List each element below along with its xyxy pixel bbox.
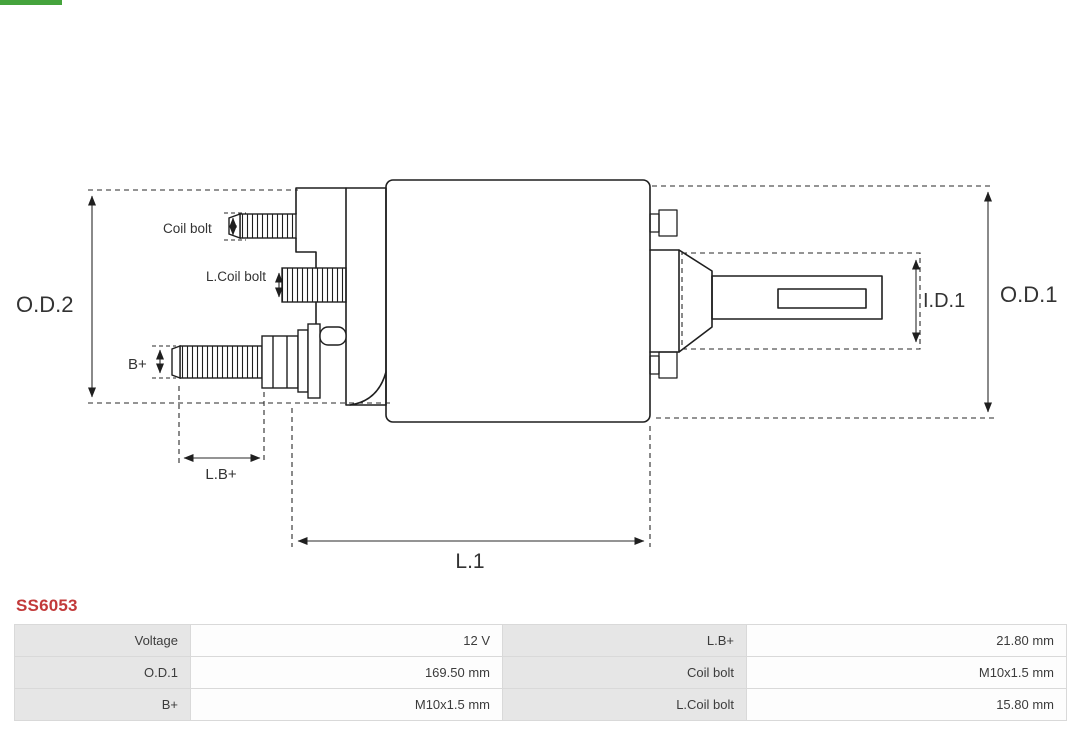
spec-value-coil-bolt: M10x1.5 mm [746,656,1067,689]
part-number: SS6053 [16,596,78,615]
dim-label-l-coil-bolt: L.Coil bolt [206,269,266,284]
spec-label-coil-bolt: Coil bolt [502,656,747,689]
dim-label-b-plus: B+ [128,356,147,373]
dim-label-lb-plus: L.B+ [205,466,237,483]
spec-label-l-coil-bolt: L.Coil bolt [502,688,747,721]
spec-label-od1: O.D.1 [14,656,191,689]
spec-value-od1: 169.50 mm [190,656,503,689]
table-row: B+ M10x1.5 mm L.Coil bolt 15.80 mm [14,688,1067,721]
solenoid-body-outline [295,179,883,423]
dim-label-od1: O.D.1 [1000,282,1057,307]
spec-label-b-plus: B+ [14,688,191,721]
spec-table: Voltage 12 V L.B+ 21.80 mm O.D.1 169.50 … [14,624,1067,721]
spec-label-voltage: Voltage [14,624,191,657]
table-row: Voltage 12 V L.B+ 21.80 mm [14,624,1067,657]
dim-label-l1: L.1 [455,550,484,573]
spec-label-lb-plus: L.B+ [502,624,747,657]
solenoid-technical-diagram: O.D.2 O.D.1 I.D.1 L.1 L.B+ B+ Coil bolt … [16,179,1057,573]
table-row: O.D.1 169.50 mm Coil bolt M10x1.5 mm [14,656,1067,689]
spec-value-voltage: 12 V [190,624,503,657]
spec-value-l-coil-bolt: 15.80 mm [746,688,1067,721]
logo-fragment [0,0,62,5]
dim-label-od2: O.D.2 [16,292,73,317]
dim-label-id1: I.D.1 [923,290,965,312]
spec-value-lb-plus: 21.80 mm [746,624,1067,657]
dimension-labels: O.D.2 O.D.1 I.D.1 L.1 L.B+ B+ Coil bolt … [16,221,1057,573]
spec-value-b-plus: M10x1.5 mm [190,688,503,721]
solenoid-drawing: O.D.2 O.D.1 I.D.1 L.1 L.B+ B+ Coil bolt … [16,179,1057,573]
terminals-and-threads [171,213,347,399]
dimension-lines [88,185,994,547]
dim-label-coil-bolt: Coil bolt [163,221,212,236]
